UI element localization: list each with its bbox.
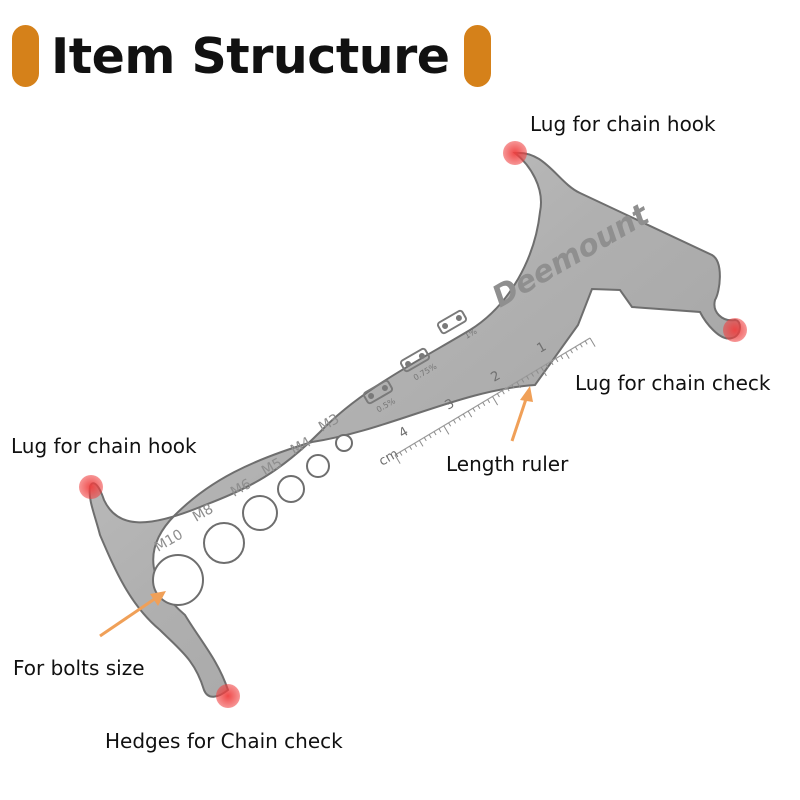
hole-m6	[242, 495, 278, 531]
ruler-tick	[414, 443, 417, 447]
ruler-tick	[496, 393, 500, 398]
ruler-tick	[438, 428, 442, 433]
ruler-tick	[448, 422, 452, 427]
ruler-tick	[492, 396, 499, 406]
ruler-tick	[506, 387, 510, 392]
ruler-ticks	[394, 337, 596, 464]
ruler-number-4: 4	[397, 424, 412, 441]
ruler-tick	[501, 390, 505, 395]
ruler-tick	[511, 384, 515, 389]
ruler-tick	[418, 440, 424, 447]
ruler-tick	[574, 346, 578, 351]
ruler-tick	[565, 352, 570, 359]
ruler-unit: cm	[377, 447, 402, 470]
ruler-tick	[404, 448, 408, 453]
callout-length-ruler: Length ruler	[446, 452, 569, 476]
hole-m10	[152, 554, 204, 606]
heading-title: Item Structure	[51, 27, 450, 85]
arrow-bolts-size	[99, 591, 166, 638]
hole-m3	[335, 434, 353, 452]
ruler-tick	[487, 399, 491, 404]
ruler-tick	[555, 358, 559, 363]
ruler-tick	[399, 451, 403, 456]
arrow-length-ruler	[510, 386, 533, 442]
hole-m5	[277, 475, 305, 503]
ruler-tick	[467, 410, 473, 418]
ruler-tick	[560, 355, 564, 360]
ruler-tick	[584, 340, 588, 345]
callout-hedges-check: Hedges for Chain check	[105, 729, 343, 753]
ruler-tick	[443, 425, 450, 435]
ruler-tick	[472, 407, 476, 412]
ruler-tick	[423, 437, 427, 442]
callout-lug-check: Lug for chain check	[575, 371, 771, 395]
ruler-tick	[589, 337, 596, 347]
callout-lug-hook-left: Lug for chain hook	[11, 434, 197, 458]
ruler-tick	[579, 343, 583, 348]
hole-m8	[203, 522, 245, 564]
ruler-tick	[531, 372, 534, 377]
callout-bolts-size: For bolts size	[13, 656, 145, 680]
ruler-tick	[526, 375, 530, 380]
ruler-tick	[457, 416, 461, 421]
marker-lug-hook-left	[79, 475, 103, 499]
ruler-tick	[477, 405, 481, 409]
ruler-tick	[453, 419, 456, 424]
marker-lug-hook-top	[503, 141, 527, 165]
ruler-tick	[428, 434, 432, 439]
ruler-tick	[409, 445, 413, 450]
callout-lug-hook-top: Lug for chain hook	[530, 112, 716, 136]
ruler-tick	[462, 413, 466, 418]
ruler-tick	[535, 369, 539, 374]
left-accent-pill	[12, 25, 39, 87]
hole-m4	[306, 454, 330, 478]
marker-lug-check	[723, 318, 747, 342]
ruler-tick	[545, 364, 549, 369]
marker-hedges-check	[216, 684, 240, 708]
ruler-tick	[482, 402, 486, 407]
ruler-tick	[570, 349, 573, 354]
ruler-tick	[433, 431, 437, 436]
ruler-tick	[516, 381, 521, 389]
ruler-tick	[540, 366, 547, 377]
ruler-tick	[550, 361, 554, 366]
heading: Item Structure	[12, 22, 491, 90]
ruler-tick	[521, 378, 525, 383]
ruler-tick	[394, 454, 401, 464]
right-accent-pill	[463, 25, 491, 87]
